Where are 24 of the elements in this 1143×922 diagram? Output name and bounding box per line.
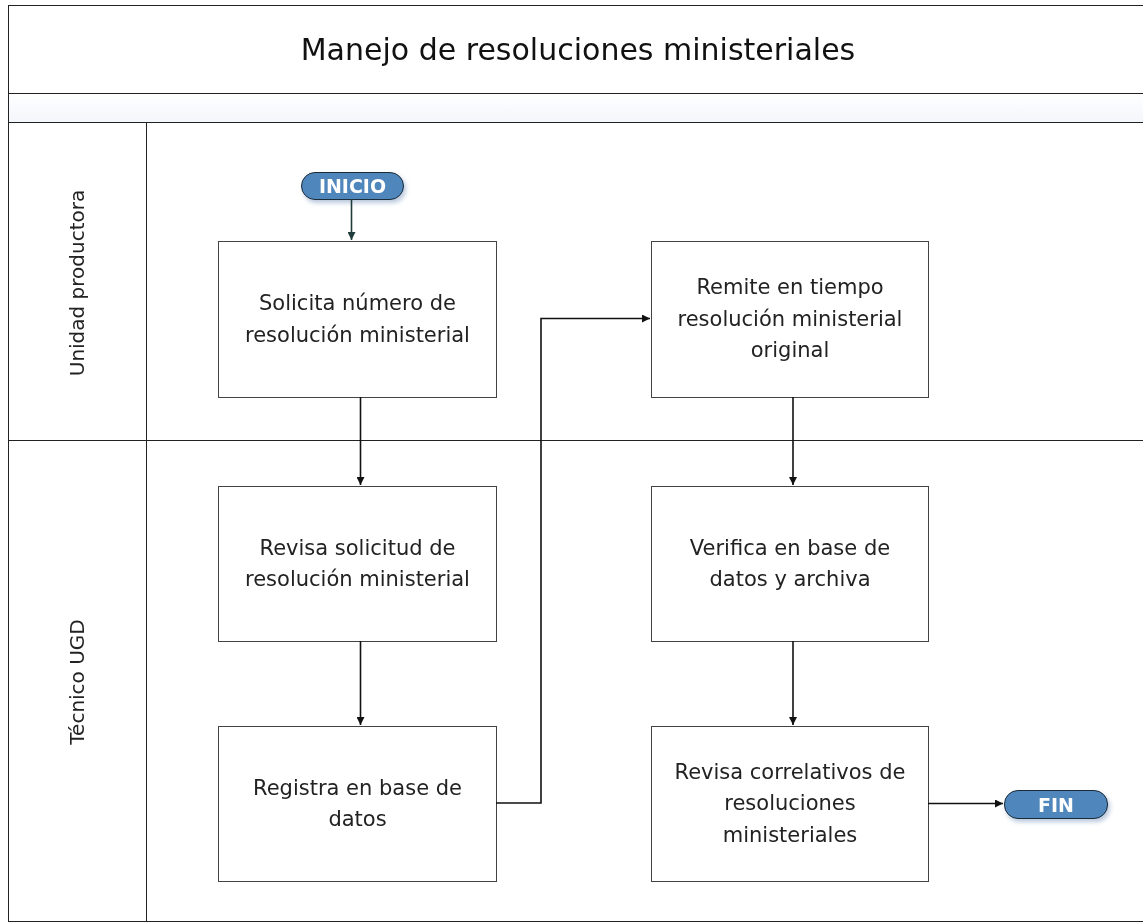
- process-text: Revisa solicitud de resolución ministerial: [244, 534, 471, 593]
- arrow: [356, 396, 365, 486]
- arrow: [789, 396, 797, 486]
- process-text: Remite en tiempo resolución ministerial original: [676, 274, 904, 365]
- arrow: [347, 198, 356, 241]
- arrow: [789, 640, 797, 726]
- process-box: [651, 241, 929, 398]
- swimlane: [8, 440, 1143, 922]
- process-text: Registra en base de datos: [252, 774, 463, 833]
- lane-label: Unidad productora: [65, 189, 89, 376]
- process-box: [218, 241, 497, 398]
- process-box: [651, 486, 929, 642]
- process-text: Verifica en base de datos y archiva: [688, 534, 892, 593]
- process-box: [218, 726, 497, 882]
- process-text: Revisa correlativos de resoluciones ministeriales: [673, 758, 907, 849]
- arrow: [927, 799, 1004, 808]
- process-box: [651, 726, 929, 882]
- end-terminator: FIN: [1004, 790, 1108, 819]
- lane-label: Técnico UGD: [65, 619, 89, 745]
- start-terminator: INICIO: [301, 172, 404, 200]
- process-text: Solicita número de resolución ministerial: [244, 290, 471, 349]
- arrow: [495, 314, 651, 804]
- arrow: [356, 640, 365, 726]
- process-box: [218, 486, 497, 642]
